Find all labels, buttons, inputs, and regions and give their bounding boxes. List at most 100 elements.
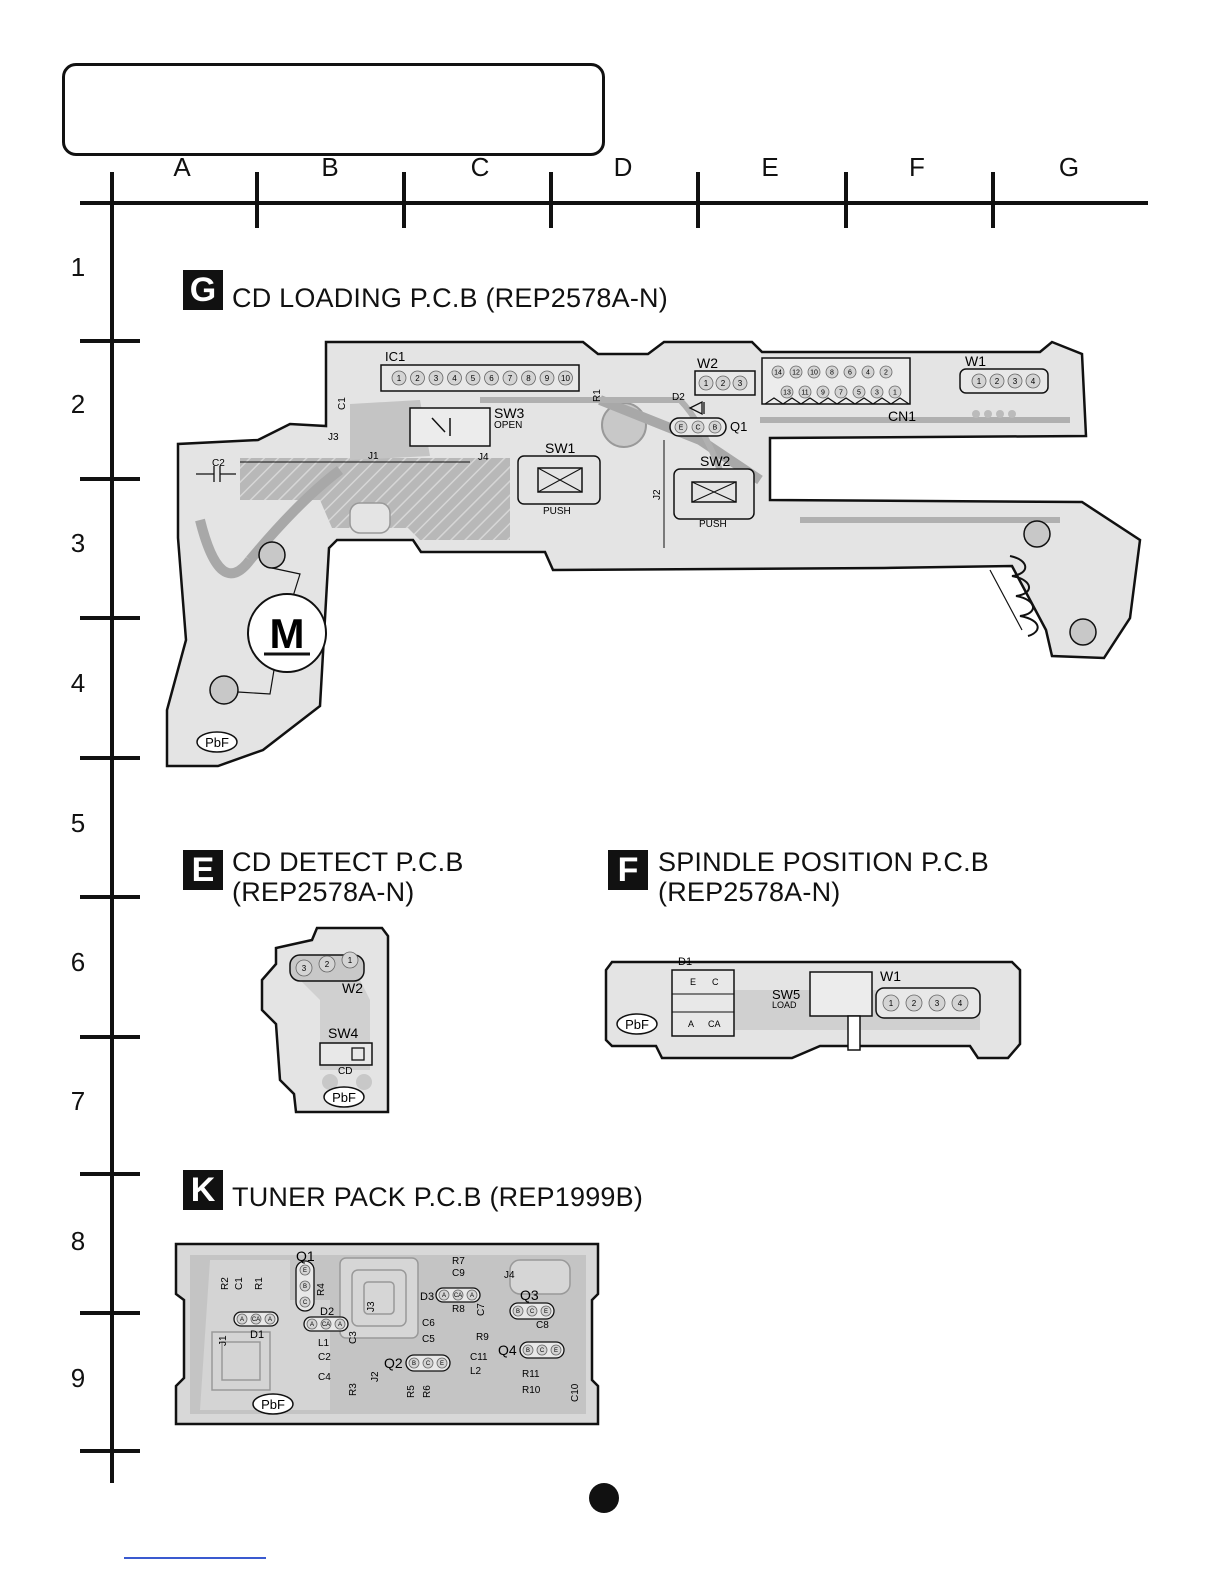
board-g-q1-pad xyxy=(674,420,688,434)
board-g-c1-label: C1 xyxy=(337,397,348,410)
board-k-j3-label: J3 xyxy=(366,1301,377,1312)
board-g-sw2-label: SW2 xyxy=(700,453,731,469)
board-e-w2-pad xyxy=(295,959,313,977)
board-k-d2-pin-label: CA xyxy=(322,1322,330,1328)
board-k-r11-label: R11 xyxy=(522,1369,540,1380)
board-k-d3-pin-label: A xyxy=(442,1293,446,1299)
board-k-c6-label: C6 xyxy=(422,1318,435,1329)
board-f-w1-pin-label: 2 xyxy=(912,999,917,1008)
board-g-w2-pin-label: 3 xyxy=(738,379,743,388)
board-g-w2-pad xyxy=(715,375,731,391)
board-e-w2-pin-label: 1 xyxy=(348,956,353,965)
board-g-sw2-push: PUSH xyxy=(699,519,727,530)
board-g-cn1-bottom-pad xyxy=(834,385,848,399)
board-k-q1-pin-label: C xyxy=(303,1300,308,1306)
board-e-w2-pin-label: 2 xyxy=(325,960,330,969)
board-g-cn1-top-pad xyxy=(807,365,821,379)
board-g-cn1-bottom-pad xyxy=(780,385,794,399)
board-k-d2-pin-label: A xyxy=(338,1322,342,1328)
board-f-badge: F xyxy=(608,850,648,890)
board-g-title: CD LOADING P.C.B (REP2578A-N) xyxy=(232,283,668,313)
board-k-q4-pad xyxy=(536,1344,548,1356)
board-k-d1-pin-label: A xyxy=(240,1317,244,1323)
grid-row-3: 3 xyxy=(70,528,86,558)
board-g-cn1-bottom-pin-label: 5 xyxy=(857,389,861,396)
board-k-d2-pad xyxy=(334,1318,346,1330)
board-f-title-line2: (REP2578A-N) xyxy=(658,877,841,907)
board-k-q3-pin-label: E xyxy=(544,1309,548,1315)
grid-row-4: 4 xyxy=(70,668,86,698)
board-g-cn1-bottom-pad xyxy=(852,385,866,399)
board-g-cn1-bottom-pad xyxy=(816,385,830,399)
board-k-q3-pad xyxy=(540,1305,552,1317)
grid-row-5: 5 xyxy=(70,808,86,838)
board-g-w1-pad xyxy=(989,373,1005,389)
board-e-cd-label: CD xyxy=(338,1066,352,1077)
board-f-w1-pad xyxy=(905,994,923,1012)
board-k-q3-label: Q3 xyxy=(520,1287,539,1303)
board-k-d1-pad xyxy=(236,1313,248,1325)
board-g-cn1-top-pin-label: 12 xyxy=(792,369,800,376)
board-e-w2-pad xyxy=(318,955,336,973)
grid-row-8: 8 xyxy=(70,1226,86,1256)
board-k-d1-pin-label: A xyxy=(268,1317,272,1323)
board-g-cn1-bottom-pin-label: 1 xyxy=(893,389,897,396)
board-k-d2-pins: A CA A xyxy=(306,1318,346,1330)
board-g-ic1-pin-label: 7 xyxy=(508,374,513,383)
board-g-cn1-top-pad xyxy=(843,365,857,379)
board-k-q1-pin-label: E xyxy=(303,1268,307,1274)
grid-lines xyxy=(80,172,1148,1483)
board-f-ca-label: CA xyxy=(708,1019,721,1029)
grid-column-d: D xyxy=(613,152,633,182)
board-k-r10-label: R10 xyxy=(522,1385,541,1396)
board-k-q3-pin-label: B xyxy=(516,1309,520,1315)
board-f-sw5-body xyxy=(809,971,873,1017)
board-f-d1-body xyxy=(671,969,735,1037)
board-k-d2-pin-label: A xyxy=(310,1322,314,1328)
board-g-w2-label: W2 xyxy=(697,355,718,371)
board-k-r9-label: R9 xyxy=(476,1332,489,1343)
board-k-j1-label: J1 xyxy=(218,1335,229,1346)
board-f-load-label: LOAD xyxy=(772,1000,797,1010)
board-k-q4-pin-label: E xyxy=(554,1348,558,1354)
board-k-q2-label: Q2 xyxy=(384,1355,403,1371)
board-k-pbf-label: PbF xyxy=(261,1397,285,1412)
board-g-j1-label: J1 xyxy=(368,451,379,462)
board-k-q1-pad xyxy=(299,1264,311,1276)
board-f-w1-pin-label: 4 xyxy=(958,999,963,1008)
board-g-w2-pad xyxy=(698,375,714,391)
grid-column-a: A xyxy=(173,152,191,182)
board-k-c2-label: C2 xyxy=(318,1352,331,1363)
board-g-q1-pad xyxy=(691,420,705,434)
board-k-c8-label: C8 xyxy=(536,1320,549,1331)
board-k-q4-pad xyxy=(522,1344,534,1356)
board-k-r6-label: R6 xyxy=(422,1385,433,1398)
board-g-cn1-bottom-pad xyxy=(798,385,812,399)
page-marker-dot xyxy=(589,1483,619,1513)
grid-row-1: 1 xyxy=(70,252,86,282)
board-g-cn1-top-pin-label: 8 xyxy=(830,369,834,376)
board-f-w1-label: W1 xyxy=(880,968,901,984)
board-g-ic1-pin-label: 3 xyxy=(434,374,439,383)
board-k-d1-pad xyxy=(250,1313,262,1325)
board-k-d1-label: D1 xyxy=(250,1329,264,1341)
board-g-w1-pin-label: 3 xyxy=(1013,377,1018,386)
board-k-q2-pad xyxy=(436,1357,448,1369)
board-k-c5-label: C5 xyxy=(422,1334,435,1345)
board-g-w2-pad xyxy=(732,375,748,391)
board-g-j3-label: J3 xyxy=(328,432,339,443)
board-k-c1-label: C1 xyxy=(234,1277,245,1290)
board-g-cn1-top-pin-label: 4 xyxy=(866,369,870,376)
board-f-w1-body xyxy=(875,987,981,1019)
board-k-d3-pad xyxy=(438,1289,450,1301)
board-k-r4-label: R4 xyxy=(316,1283,327,1296)
board-g-sw1-label: SW1 xyxy=(545,440,576,456)
board-g-w1-pin-label: 4 xyxy=(1031,377,1036,386)
board-g-d2-label: D2 xyxy=(672,392,685,403)
board-k-d3-pad xyxy=(452,1289,464,1301)
board-g-cn1-top-pad xyxy=(789,365,803,379)
board-g-ic1-pad xyxy=(391,370,407,386)
